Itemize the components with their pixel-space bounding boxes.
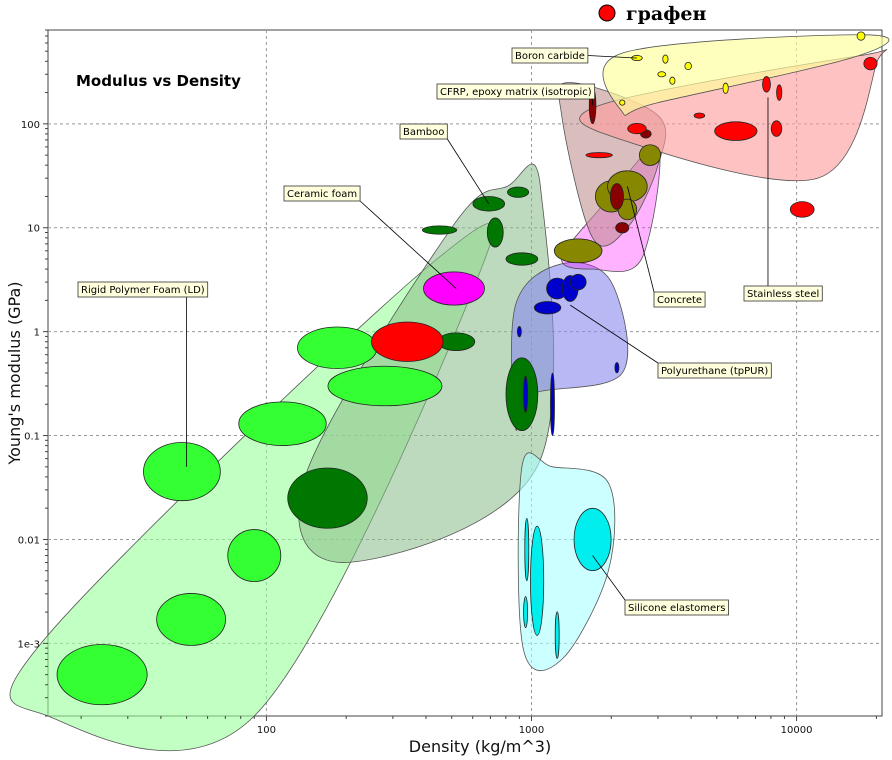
- polyurethane-tppur-bubble: [523, 375, 529, 413]
- silicone-elastomers-bubble: [554, 611, 560, 659]
- annotation-label: Polyurethane (tpPUR): [661, 366, 768, 377]
- stainless-steel-bubble: [585, 152, 613, 159]
- y-tick-label: 10: [27, 224, 40, 235]
- bamboo-bubble: [486, 217, 504, 248]
- y-tick-label: 0.01: [18, 535, 40, 546]
- legend-label: графен: [626, 3, 706, 25]
- annotation-ceramic-foam: Ceramic foam: [283, 185, 457, 289]
- stainless-steel-bubble: [762, 76, 771, 93]
- rigid-polymer-foam-ld-bubble: [56, 644, 148, 706]
- x-tick-label: 10000: [781, 725, 813, 736]
- annotation-label: Boron carbide: [515, 51, 585, 62]
- annotation-box: [653, 291, 706, 308]
- silicone-elastomers-bubble: [573, 507, 612, 572]
- annotation-rigid-polymer-foam-ld: Rigid Polymer Foam (LD): [77, 281, 209, 467]
- boron-carbide-bubble: [856, 31, 866, 41]
- concrete-bubble: [553, 238, 603, 264]
- polyurethane-tppur-bubble: [533, 301, 562, 315]
- annotation-stainless-steel: Stainless steel: [743, 97, 823, 302]
- boron-carbide-bubble: [662, 54, 669, 64]
- annotation-box: [624, 599, 729, 616]
- boron-carbide-bubble: [722, 82, 729, 94]
- boron-carbide-bubble: [669, 76, 676, 85]
- annotation-leader: [359, 200, 457, 289]
- annotation-silicone-elastomers: Silicone elastomers: [592, 555, 729, 616]
- графен-bubble: [371, 321, 444, 362]
- annotation-boron-carbide: Boron carbide: [511, 47, 638, 64]
- annotation-cfrp-epoxy-matrix-isotropic: CFRP, epoxy matrix (isotropic): [436, 83, 596, 106]
- stainless-steel-bubble: [789, 201, 815, 218]
- stainless-steel-bubble: [714, 121, 758, 141]
- y-tick-label: 1e-3: [18, 639, 41, 650]
- stainless-steel-bubble: [770, 120, 783, 137]
- legend-marker: [598, 4, 616, 22]
- rigid-polymer-foam-ld-bubble: [227, 529, 282, 582]
- polyurethane-tppur-bubble: [516, 326, 522, 338]
- y-tick-label: 100: [21, 120, 40, 131]
- stainless-steel-bubble: [693, 112, 706, 119]
- annotation-bamboo: Bamboo: [399, 123, 490, 205]
- annotation-label: Bamboo: [403, 127, 444, 138]
- cfrp-epoxy-matrix-isotropic-bubble: [615, 222, 630, 234]
- annotation-box: [511, 47, 589, 64]
- polyurethane-tppur-bubble: [614, 362, 620, 374]
- x-axis-title: Density (kg/m^3): [409, 737, 551, 756]
- annotation-leader: [592, 555, 626, 601]
- polyurethane-tppur-bubble: [550, 372, 555, 436]
- annotation-label: Silicone elastomers: [628, 603, 726, 614]
- rigid-polymer-foam-ld-bubble: [238, 401, 327, 446]
- y-axis-title: Young's modulus (GPa): [5, 282, 24, 466]
- silicone-elastomers-bubble: [530, 525, 545, 636]
- bamboo-bubble: [505, 357, 539, 431]
- annotation-box: [436, 83, 596, 100]
- x-tick-label: 1000: [519, 725, 544, 736]
- annotation-box: [283, 185, 361, 202]
- x-tick-label: 100: [257, 725, 276, 736]
- cfrp-epoxy-matrix-isotropic-bubble: [609, 183, 624, 210]
- annotation-leader: [587, 55, 638, 59]
- annotation-box: [743, 285, 823, 302]
- y-tick-label: 0.1: [24, 432, 40, 443]
- bamboo-bubble: [505, 252, 539, 266]
- annotation-polyurethane-tppur: Polyurethane (tpPUR): [570, 304, 772, 379]
- stainless-steel-bubble: [863, 56, 878, 71]
- chart-title: Modulus vs Density: [76, 72, 241, 90]
- boron-carbide-bubble: [657, 71, 667, 78]
- annotation-label: Stainless steel: [747, 289, 819, 300]
- boron-carbide-bubble: [619, 99, 626, 106]
- annotation-concrete: Concrete: [626, 186, 706, 308]
- annotation-leader: [570, 304, 659, 364]
- rigid-polymer-foam-ld-bubble: [297, 326, 378, 369]
- annotation-label: CFRP, epoxy matrix (isotropic): [440, 87, 592, 98]
- annotation-label: Concrete: [657, 295, 702, 306]
- rigid-polymer-foam-ld-bubble: [327, 365, 443, 407]
- polyurethane-tppur-bubble: [569, 273, 587, 291]
- silicone-elastomers-bubble: [523, 596, 528, 629]
- bamboo-bubble: [287, 467, 368, 529]
- concrete-bubble: [639, 144, 662, 166]
- rigid-polymer-foam-ld-bubble: [156, 593, 226, 646]
- stainless-steel-bubble: [627, 122, 647, 135]
- boron-carbide-envelope: [602, 34, 890, 116]
- silicone-elastomers-bubble: [524, 517, 530, 582]
- rigid-polymer-foam-ld-bubble: [143, 442, 221, 502]
- axis-ticks: 100 1000 10000 1e-3 0.01 0.1 1 10 100: [18, 29, 877, 736]
- annotation-leader: [626, 186, 655, 293]
- boron-carbide-bubble: [684, 61, 692, 71]
- annotation-box: [399, 123, 448, 140]
- y-tick-label: 1: [34, 328, 40, 339]
- bamboo-bubble: [421, 225, 458, 235]
- annotation-leader: [446, 138, 490, 205]
- legend: графен: [598, 3, 706, 25]
- annotation-label: Ceramic foam: [287, 189, 357, 200]
- annotation-box: [77, 281, 209, 298]
- annotation-label: Rigid Polymer Foam (LD): [81, 285, 205, 296]
- bamboo-bubble: [507, 186, 530, 198]
- annotation-box: [657, 362, 772, 379]
- ceramic-foam-bubble: [423, 271, 485, 306]
- stainless-steel-bubble: [776, 84, 783, 101]
